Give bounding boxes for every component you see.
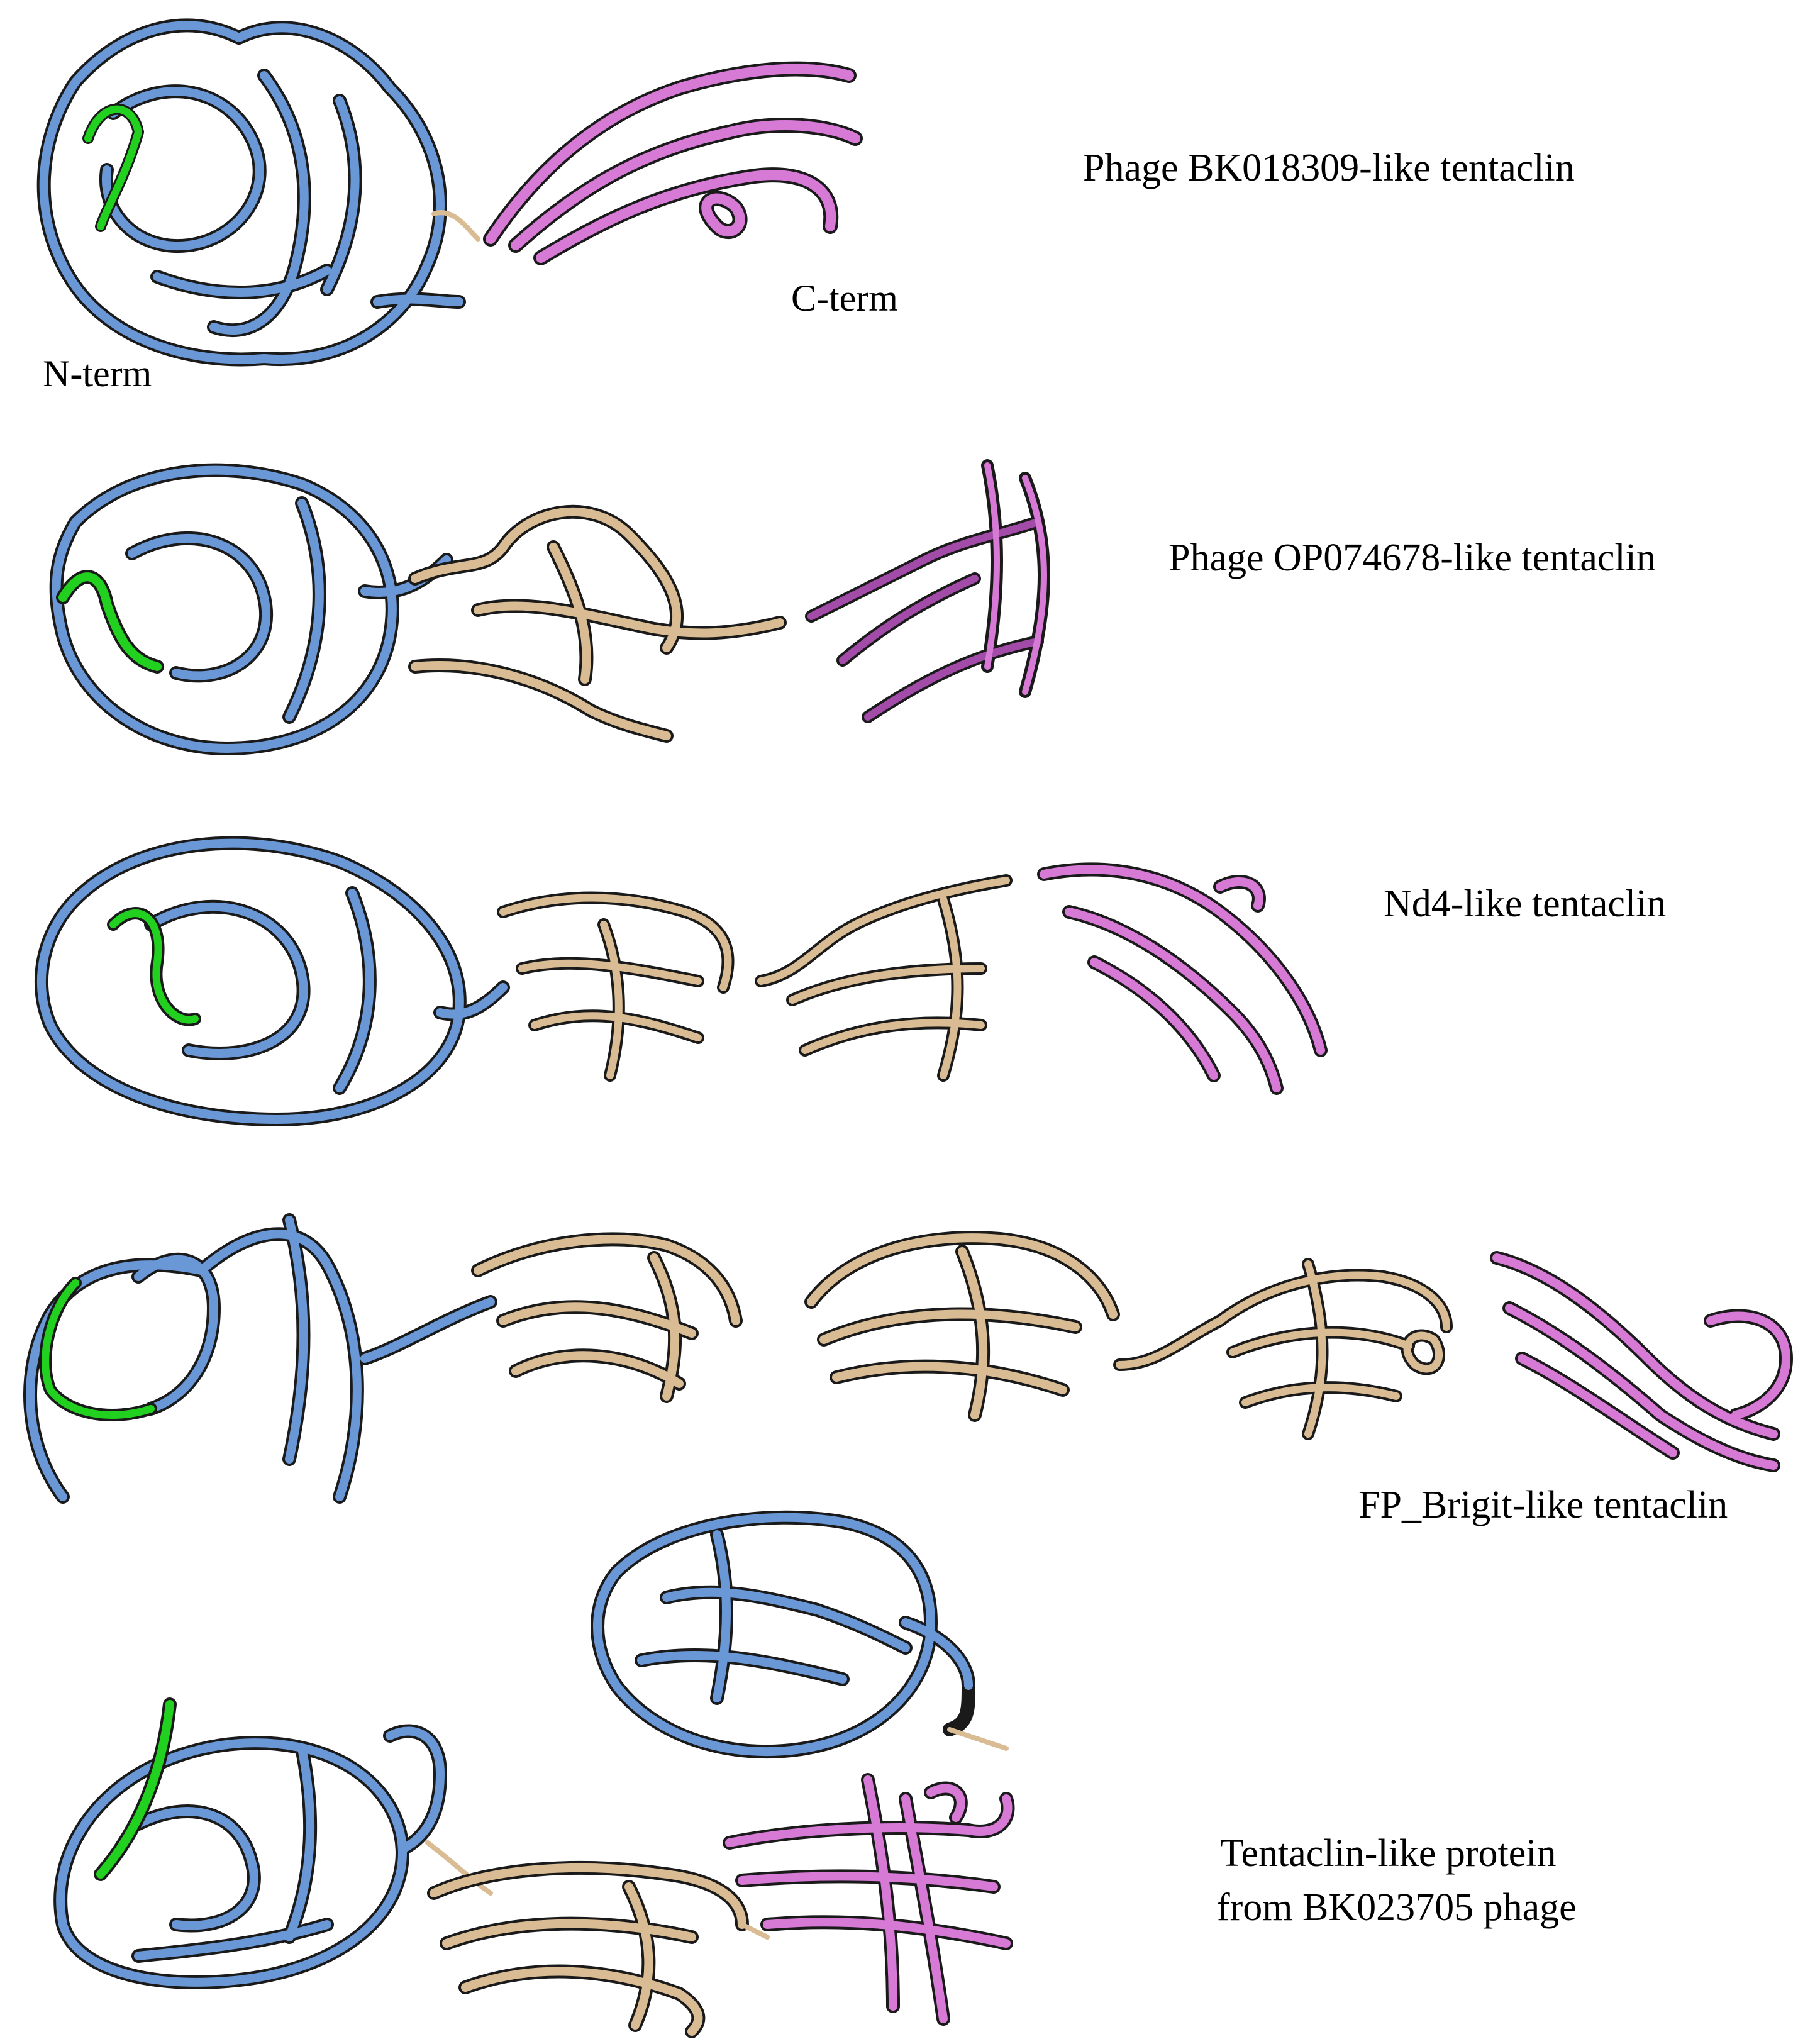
middle-domain-structure — [804, 1231, 1120, 1422]
n-terminal-domain-structure — [36, 18, 480, 367]
middle-domain-structure — [497, 891, 735, 1082]
panel-nd4: Nd4-like tentaclin — [0, 811, 1798, 1164]
panel-label: FP_Brigit-like tentaclin — [1358, 1484, 1728, 1526]
n-term-annotation: N-term — [43, 353, 152, 394]
middle-domain-structure — [427, 1861, 770, 2038]
panel-op074678: Phage OP074678-like tentaclin — [0, 434, 1798, 786]
panel-label: Phage OP074678-like tentaclin — [1168, 536, 1656, 579]
middle-domain-structure — [755, 874, 1013, 1082]
c-term-annotation: C-term — [791, 277, 898, 319]
n-terminal-domain-structure — [23, 1213, 497, 1504]
c-terminal-domain-structure — [723, 1773, 1015, 2026]
panel-fp-brigit: FP_Brigit-like tentaclin — [0, 1195, 1798, 1547]
panel-label: Nd4-like tentaclin — [1384, 882, 1667, 925]
n-terminal-domain-structure-upper — [591, 1510, 1009, 1759]
panel-label: Phage BK018309-like tentaclin — [1083, 147, 1575, 189]
c-terminal-domain-structure — [805, 459, 1050, 723]
panel-label-line-1: Tentaclin-like protein — [1220, 1832, 1557, 1875]
panel-bk018309: N-term C-term Phage BK018309-like tentac… — [0, 0, 1798, 403]
c-terminal-domain-structure — [483, 61, 863, 265]
panel-label-line-2: from BK023705 phage — [1217, 1886, 1577, 1929]
middle-domain-structure — [1113, 1258, 1453, 1440]
n-terminal-domain-structure — [49, 463, 453, 755]
c-terminal-domain-structure — [1490, 1251, 1793, 1472]
panel-bk023705: Tentaclin-like protein from BK023705 pha… — [0, 1491, 1798, 2041]
middle-domain-structure — [408, 504, 787, 743]
n-terminal-domain-structure-lower — [53, 1697, 493, 1989]
c-terminal-domain-structure — [1037, 862, 1328, 1095]
middle-domain-structure — [471, 1232, 743, 1403]
n-terminal-domain-structure — [34, 836, 510, 1126]
